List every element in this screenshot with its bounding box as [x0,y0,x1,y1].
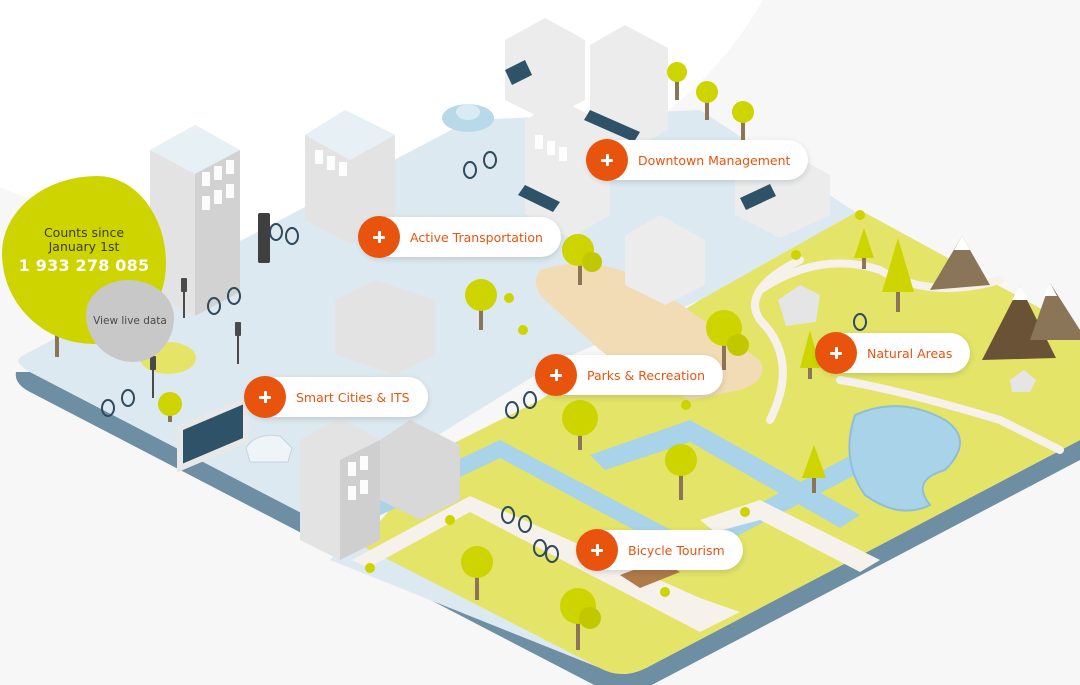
plus-icon [815,332,857,374]
hotspot-label: Parks & Recreation [587,367,706,383]
counter-caption: Counts since January 1st [2,226,166,254]
hotspot-label: Active Transportation [410,229,543,245]
rock [778,285,820,326]
counter-value: 1 933 278 085 [18,256,150,275]
hotspot-active-transportation[interactable]: Active Transportation [358,216,561,258]
counter-blob: Counts since January 1st 1 933 278 085 [2,176,166,344]
plus-icon [358,216,400,258]
hotspot-bicycle-tourism[interactable]: Bicycle Tourism [576,529,743,571]
hotspot-downtown-management[interactable]: Downtown Management [586,139,809,181]
hotspot-label: Smart Cities & ITS [296,389,410,405]
canal-water-2 [590,420,860,528]
view-live-data-label: View live data [93,315,167,327]
canal-water [330,440,900,560]
plus-icon [535,354,577,396]
lake [848,405,961,512]
hotspot-label: Bicycle Tourism [628,542,725,558]
mountain-1 [930,236,990,290]
hotspot-smart-cities-its[interactable]: Smart Cities & ITS [244,376,428,418]
plus-icon [244,376,286,418]
plus-icon [586,139,628,181]
mountain-2 [982,286,1056,360]
bike-path-2 [700,500,880,572]
counter-caption-line2: January 1st [48,239,120,254]
hotspot-label: Downtown Management [638,152,791,168]
hotspot-natural-areas[interactable]: Natural Areas [815,332,971,374]
trees [55,62,914,650]
hotspot-parks-recreation[interactable]: Parks & Recreation [535,354,724,396]
counter-caption-line1: Counts since [43,225,125,240]
rock-2 [1010,370,1036,392]
bus-stop [177,395,249,473]
mountain-3 [1030,283,1080,340]
hotspot-label: Natural Areas [867,345,953,361]
bike-path [352,496,740,632]
plus-icon [576,529,618,571]
view-live-data-button[interactable]: View live data [86,280,174,362]
car [245,434,293,463]
